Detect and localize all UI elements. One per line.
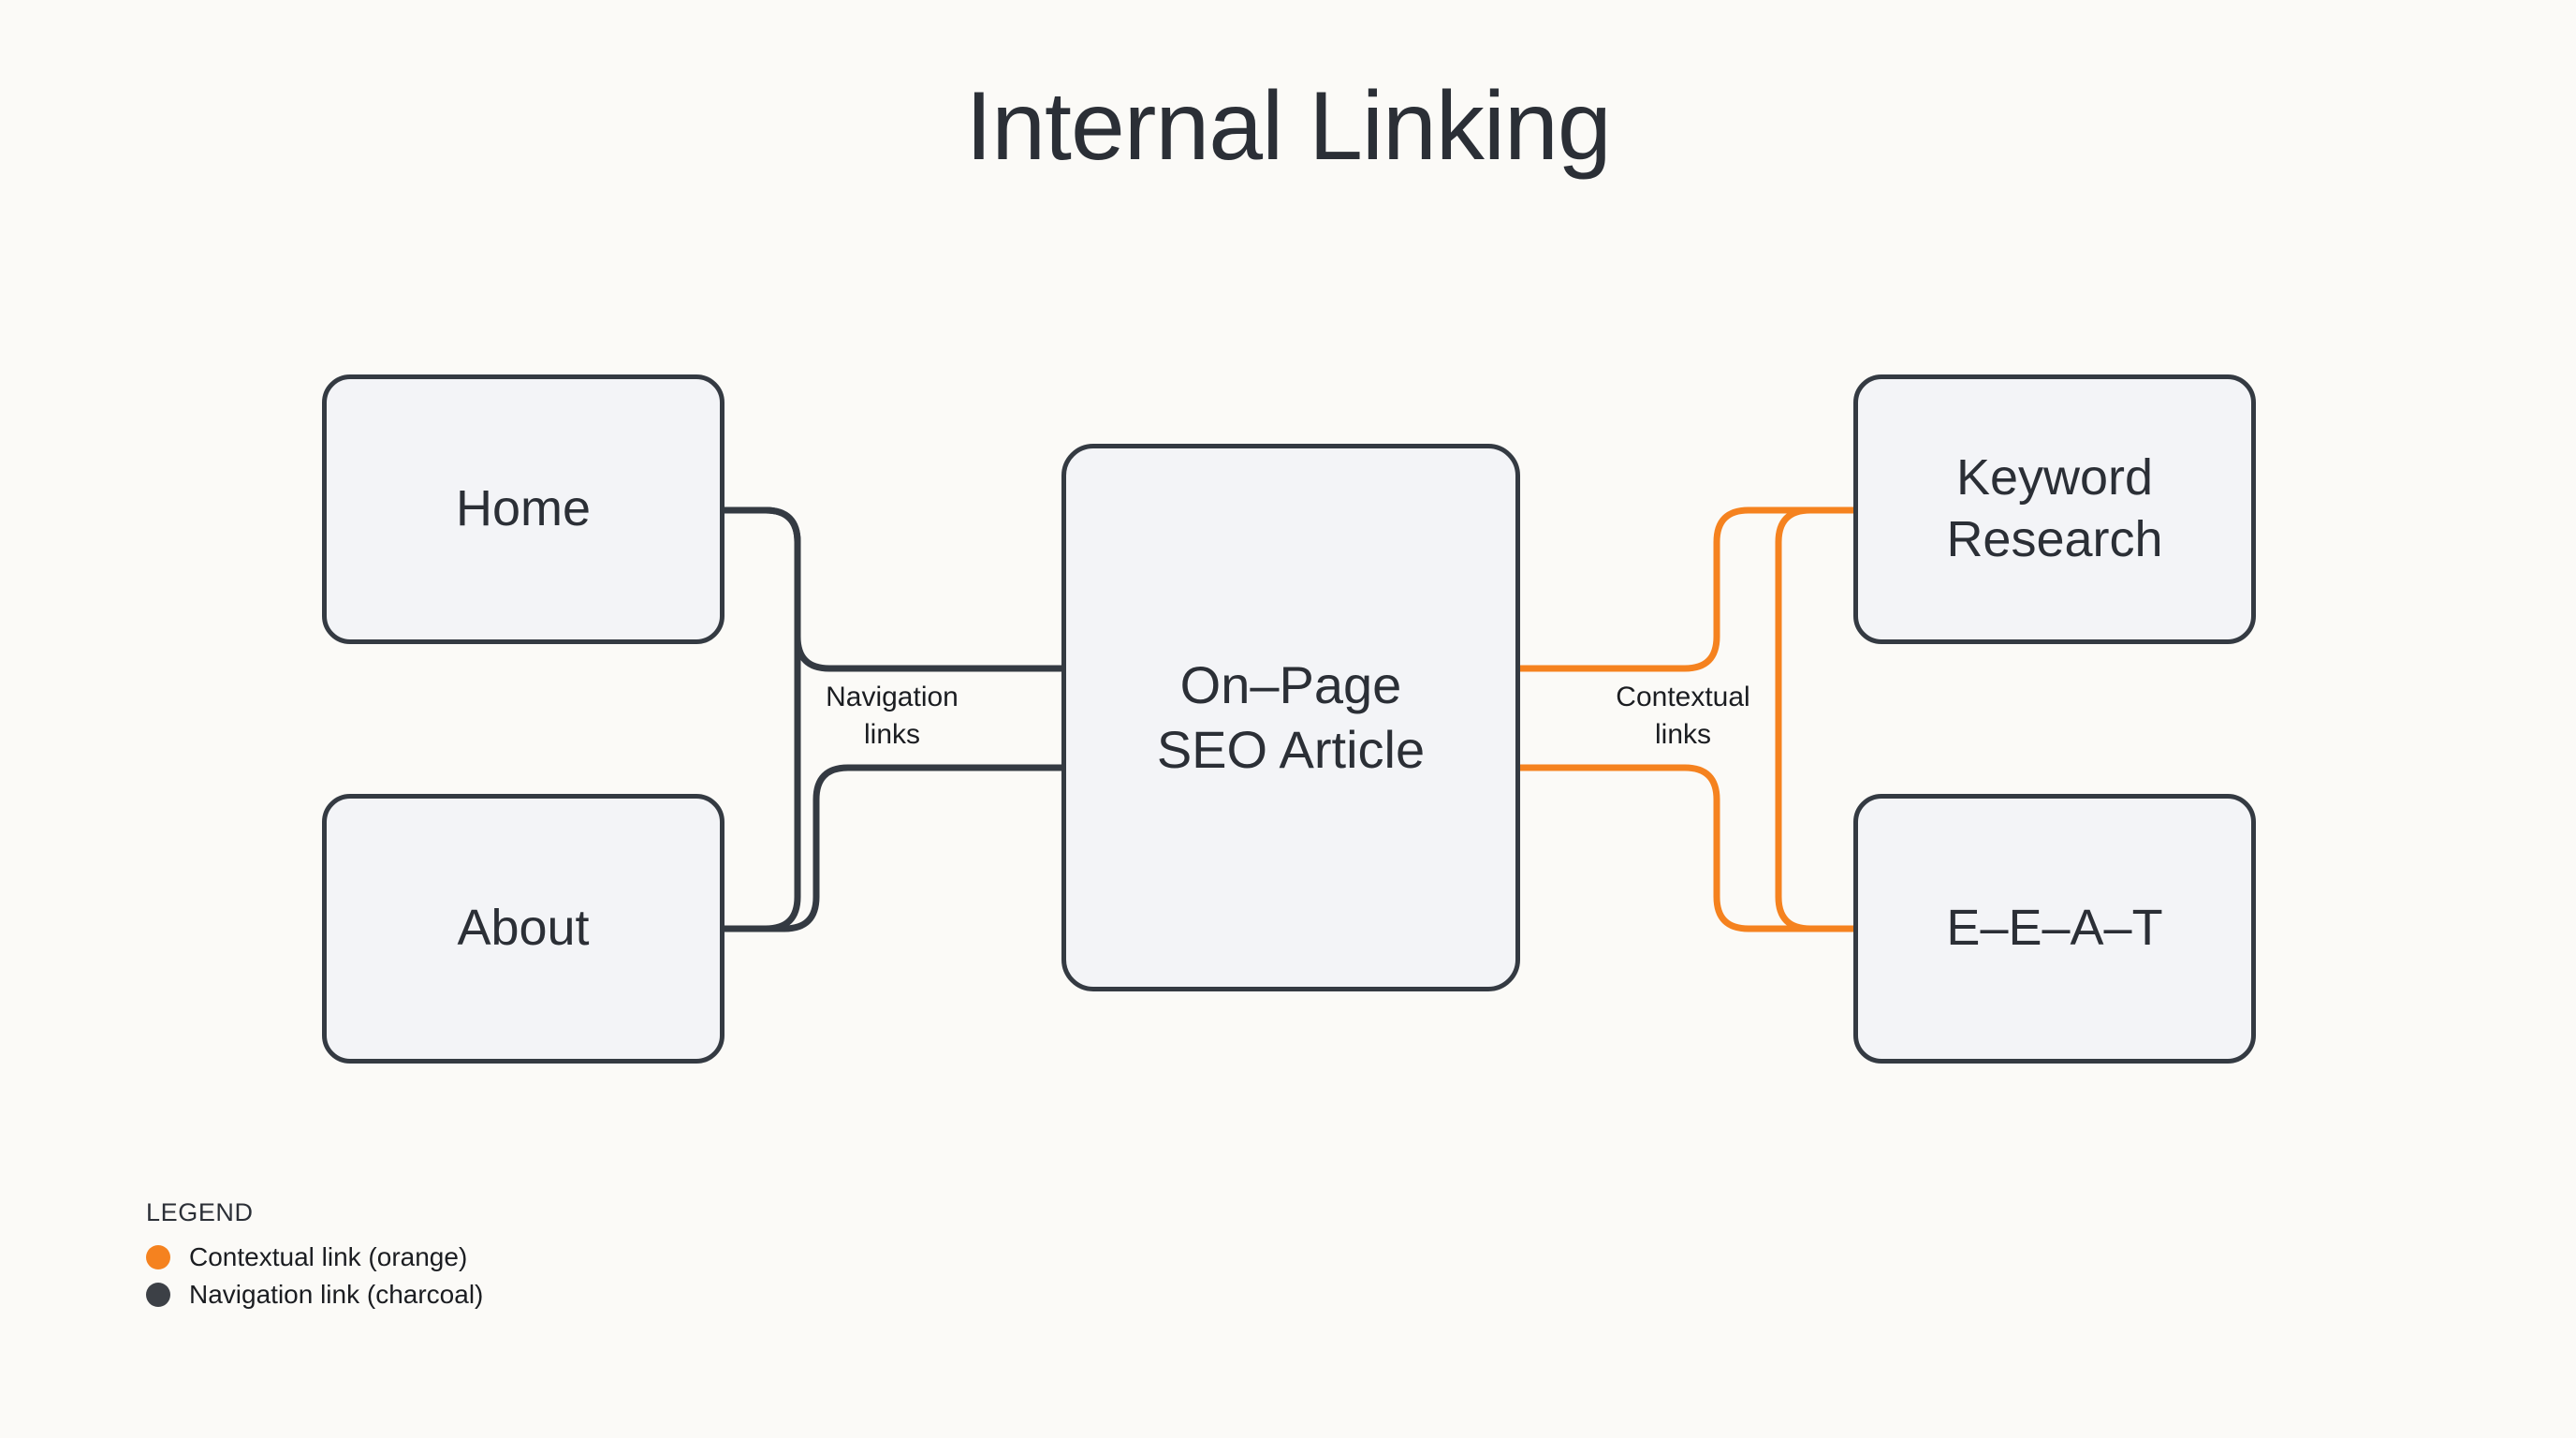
node-e-e-a-t-label: E–E–A–T — [1946, 900, 2163, 957]
edge-label-navigation-links: Navigation links — [826, 682, 959, 750]
edge-center-to-keyword — [1516, 506, 1857, 672]
legend: LEGEND Contextual link (orange) Navigati… — [146, 1198, 483, 1308]
legend-swatch-charcoal-icon — [146, 1283, 170, 1307]
node-about-label: About — [457, 900, 590, 957]
node-home-label: Home — [455, 480, 592, 537]
node-keyword-research[interactable]: Keyword Research — [1853, 374, 2256, 644]
legend-title: LEGEND — [146, 1198, 254, 1226]
edge-about-to-center — [719, 764, 1065, 932]
legend-item-navigation: Navigation link (charcoal) — [146, 1282, 483, 1308]
node-keyword-research-label: Keyword Research — [1946, 449, 2163, 567]
legend-swatch-orange-icon — [146, 1245, 170, 1269]
edge-label-contextual-links: Contextual links — [1616, 682, 1750, 750]
node-on-page-seo-article-label: On–Page SEO Article — [1156, 655, 1426, 779]
edge-contextual-channel — [1775, 506, 1857, 932]
legend-item-navigation-label: Navigation link (charcoal) — [189, 1280, 484, 1309]
node-about[interactable]: About — [322, 794, 724, 1064]
legend-item-contextual-label: Contextual link (orange) — [189, 1242, 468, 1271]
node-on-page-seo-article[interactable]: On–Page SEO Article — [1061, 444, 1520, 991]
node-e-e-a-t[interactable]: E–E–A–T — [1853, 794, 2256, 1064]
edge-home-to-center — [719, 506, 1065, 672]
node-home[interactable]: Home — [322, 374, 724, 644]
edge-center-to-eeat — [1516, 764, 1857, 932]
page-title: Internal Linking — [965, 72, 1611, 181]
legend-item-contextual: Contextual link (orange) — [146, 1244, 483, 1270]
edge-navigation-channel — [719, 506, 801, 932]
